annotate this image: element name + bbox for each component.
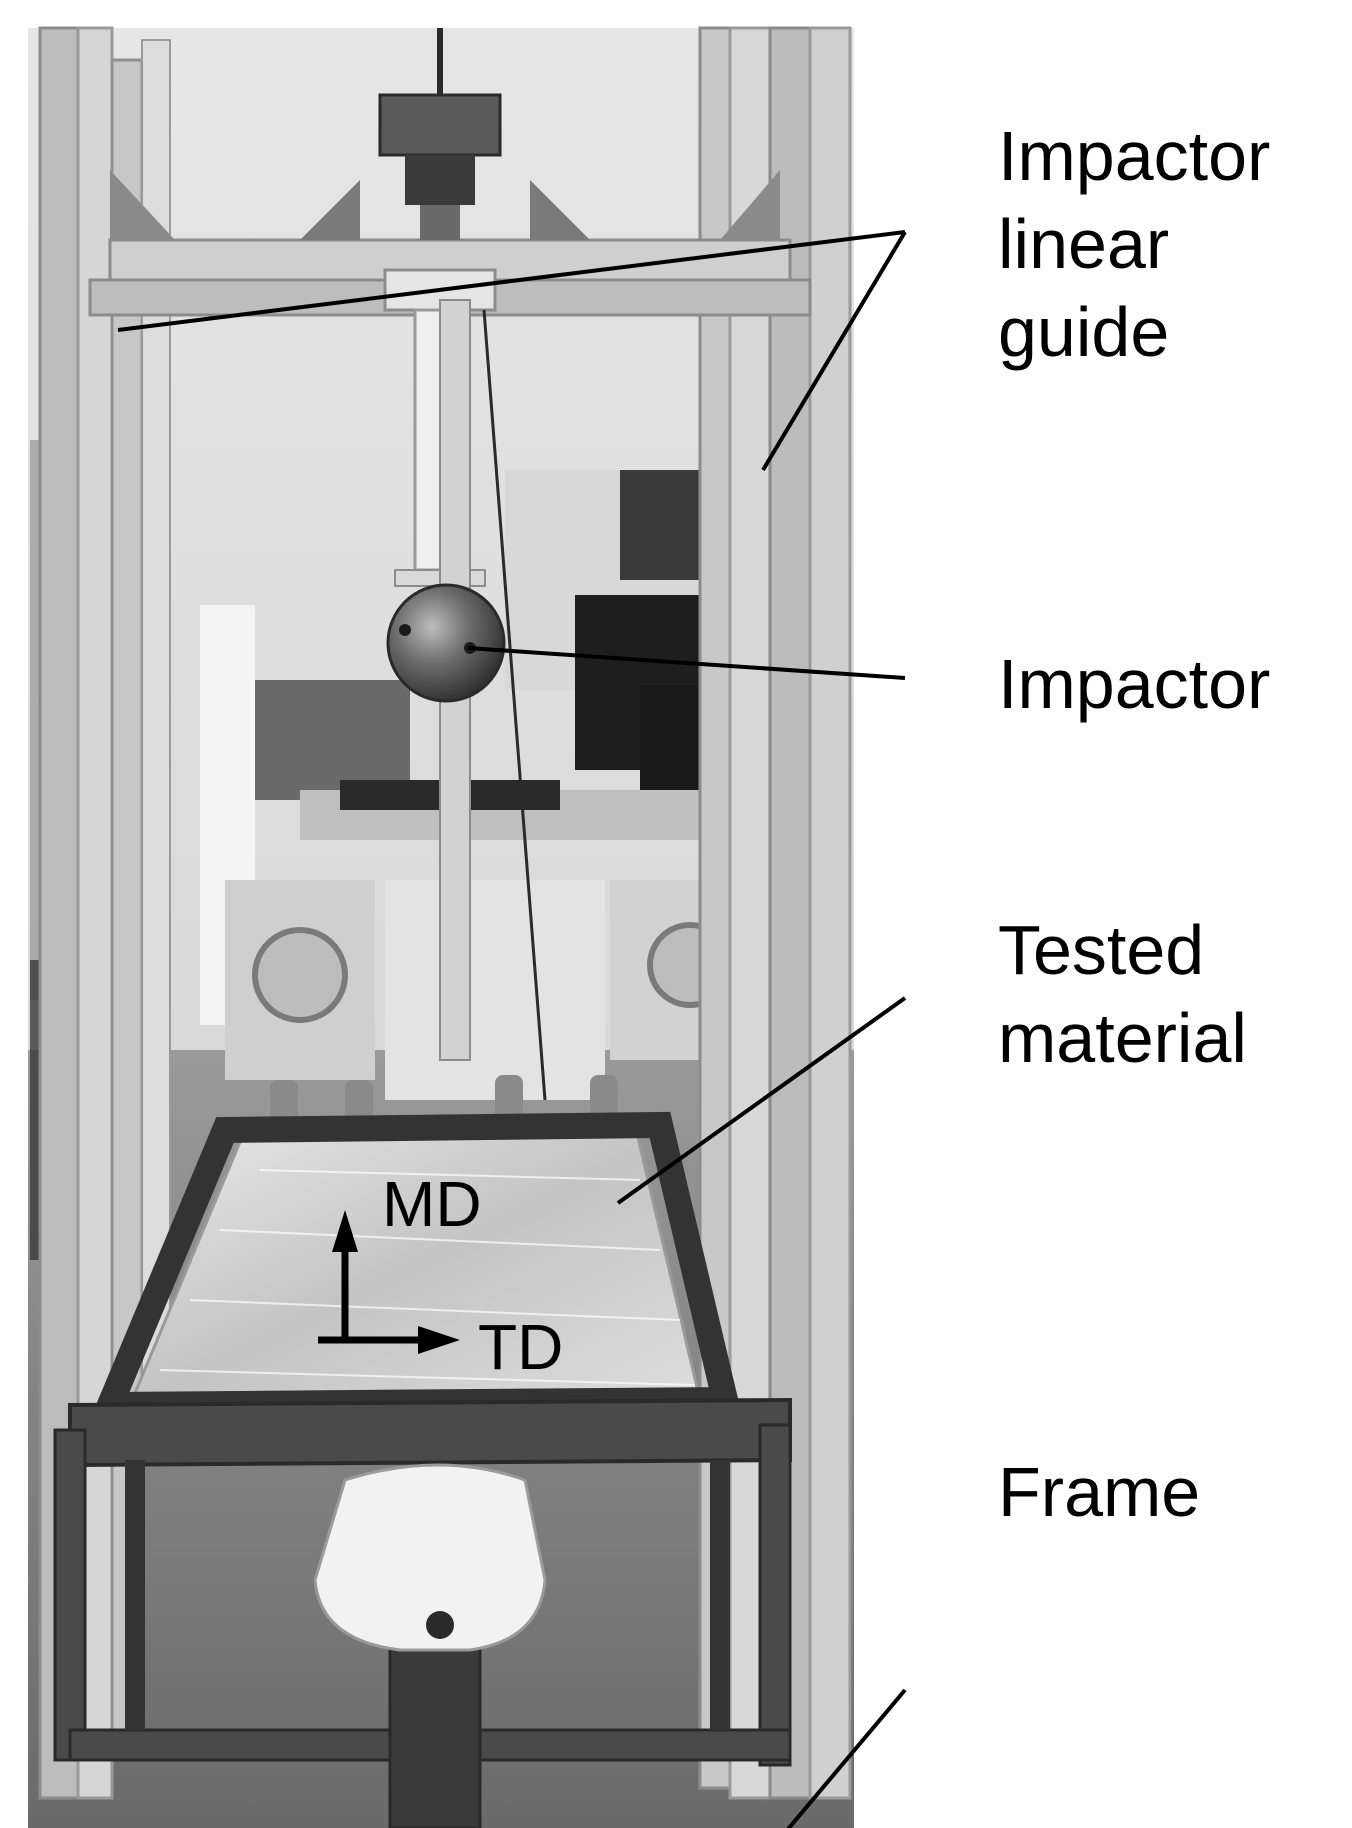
label-md: MD <box>382 1168 482 1240</box>
cable <box>482 309 547 1101</box>
guide-leader-line <box>761 230 907 472</box>
washing-machine-door <box>252 927 348 1023</box>
label-impactor: Impactor <box>998 645 1271 723</box>
corner-bracket <box>300 180 360 240</box>
corner-bracket <box>530 180 590 240</box>
bucket-stack <box>620 470 700 580</box>
frame-leader-line <box>786 1688 907 1828</box>
corner-bracket <box>720 170 780 240</box>
white-cabinet <box>385 880 605 1100</box>
callout-leaders <box>117 230 907 1828</box>
md-arrowhead <box>332 1210 358 1252</box>
impactor-leader-line <box>467 646 906 680</box>
film-highlights <box>159 1169 696 1386</box>
monitor-stand <box>640 685 710 805</box>
axis-arrows <box>318 1210 460 1354</box>
seat-support <box>313 1463 547 1652</box>
steel-frame <box>53 1111 792 1828</box>
label-td: TD <box>478 1311 564 1383</box>
label-tested-material: Tested material <box>998 911 1247 1077</box>
material-leader-line <box>616 996 907 1205</box>
guide-leader-line <box>117 230 906 332</box>
bolt <box>426 1611 454 1639</box>
corner-bracket <box>110 170 175 240</box>
td-arrowhead <box>418 1326 460 1354</box>
photo-region <box>28 26 854 1828</box>
label-impactor-linear-guide: Impactor linear guide <box>998 117 1271 371</box>
impactor-ball <box>386 583 506 703</box>
label-frame: Frame <box>998 1453 1201 1531</box>
